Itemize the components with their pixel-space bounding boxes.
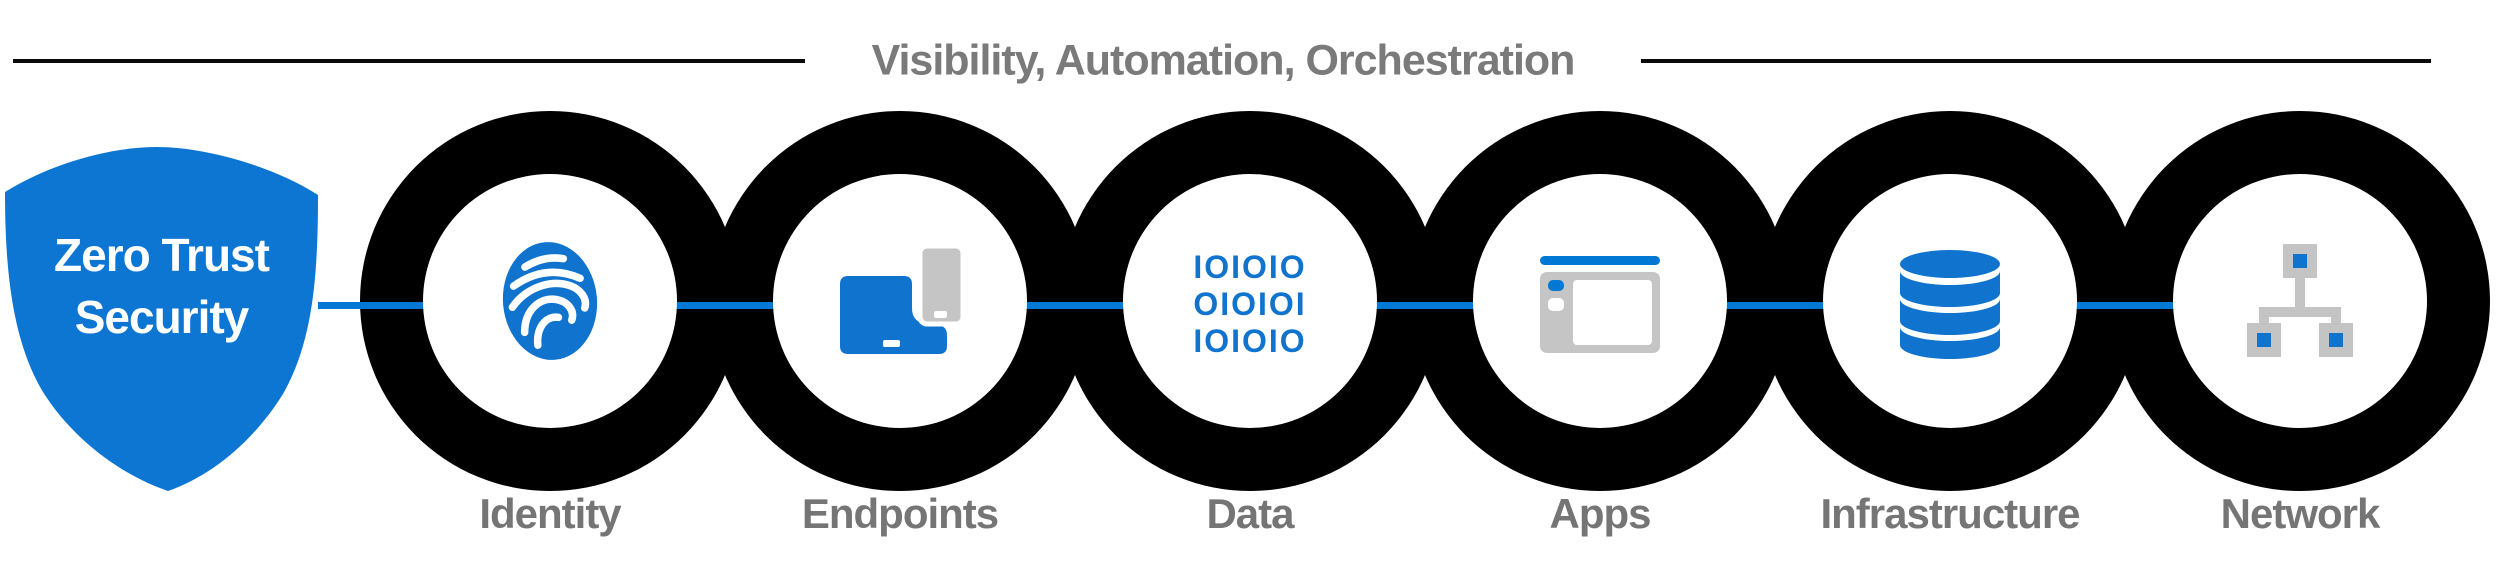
binary-row: IOIOIO — [1193, 248, 1307, 285]
header-rule-left — [13, 59, 805, 63]
shield-label: Zero Trust Security — [54, 229, 270, 343]
disc-data: IOIOIO OIOIOI IOIOIO — [1123, 174, 1377, 428]
header-rule-right — [1641, 59, 2431, 63]
node-label-network: Network — [2220, 490, 2381, 537]
disc-network — [2173, 174, 2427, 428]
devices-icon — [840, 243, 966, 354]
app-window-chip-white — [1548, 297, 1564, 311]
page-title: Visibility, Automation, Orchestration — [871, 36, 1576, 85]
app-window-content — [1573, 279, 1652, 345]
binary-code-icon: IOIOIO OIOIOI IOIOIO — [1193, 249, 1306, 360]
binary-row: IOIOIO — [1193, 322, 1307, 359]
node-label-infrastructure: Infrastructure — [1820, 490, 2080, 537]
database-icon — [1900, 250, 2000, 359]
app-window-icon — [1540, 255, 1660, 353]
node-label-data: Data — [1206, 490, 1294, 537]
disc-identity — [423, 174, 677, 428]
zero-trust-shield: Zero Trust Security — [5, 146, 318, 492]
app-window-titlebar — [1540, 255, 1660, 265]
fingerprint-icon — [502, 242, 598, 360]
disc-infrastructure — [1823, 174, 2077, 428]
disc-apps — [1473, 174, 1727, 428]
node-label-identity: Identity — [479, 490, 621, 537]
binary-row: OIOIOI — [1193, 285, 1307, 322]
network-nodes-icon — [2247, 244, 2353, 357]
node-label-endpoints: Endpoints — [801, 490, 999, 537]
app-window-chip-blue — [1548, 279, 1564, 291]
shield-icon — [5, 147, 318, 491]
disc-endpoints — [773, 174, 1027, 428]
node-label-apps: Apps — [1549, 490, 1652, 537]
app-window-body — [1540, 271, 1660, 353]
